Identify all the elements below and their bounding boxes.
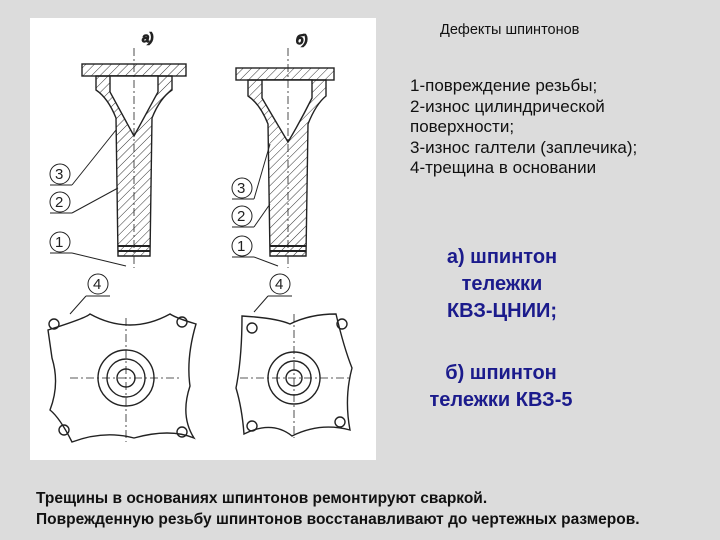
caption-b: б) шпинтон тележки КВЗ-5: [408, 360, 594, 414]
footer-text: Трещины в основаниях шпинтонов ремонтиру…: [36, 488, 640, 530]
caption-a-line: КВЗ-ЦНИИ;: [446, 300, 558, 322]
callout-4-a: 4: [93, 276, 101, 293]
spindle-drawing: а) б) 3 2 1 4: [47, 29, 353, 443]
caption-b-line: б) шпинтон: [445, 362, 557, 384]
defect-item: 3-износ галтели (заплечика);: [410, 137, 638, 157]
spindle-a-base: [47, 313, 197, 443]
callout-2-b: 2: [237, 208, 245, 225]
footer-line: Трещины в основаниях шпинтонов ремонтиру…: [36, 490, 488, 507]
defect-item: 1-повреждение резьбы;: [410, 76, 598, 95]
callout-3-a: 3: [55, 166, 63, 183]
callout-1-a: 1: [55, 234, 63, 251]
spindle-b-section: б): [235, 31, 335, 268]
callout-1-b: 1: [237, 238, 245, 255]
spindle-b-base: [235, 313, 353, 438]
callout-2-a: 2: [55, 194, 63, 211]
drawing-label-a: а): [142, 30, 154, 45]
defect-item: 4-трещина в основании: [410, 158, 597, 177]
defect-item: 2-износ цилиндрической: [410, 96, 605, 116]
caption-a-line: тележки: [461, 273, 543, 295]
caption-a: а) шпинтон тележки КВЗ-ЦНИИ;: [416, 244, 588, 325]
callouts-b: [231, 143, 292, 313]
technical-drawing: а) б) 3 2 1 4: [30, 18, 376, 460]
caption-b-line: тележки КВЗ-5: [429, 389, 573, 411]
callouts-a: [49, 129, 127, 315]
slide-title: Дефекты шпинтонов: [440, 22, 580, 38]
callout-4-b: 4: [275, 276, 283, 293]
defects-list: 1-повреждение резьбы; 2-износ цилиндриче…: [410, 76, 710, 179]
caption-a-line: а) шпинтон: [446, 246, 558, 268]
footer-line: Поврежденную резьбу шпинтонов восстанавл…: [36, 511, 640, 528]
callout-3-b: 3: [237, 180, 245, 197]
spindle-a-section: а): [81, 29, 187, 268]
callout-numbers-b: 3 2 1 4: [237, 180, 283, 293]
drawing-label-b: б): [296, 32, 308, 47]
callout-numbers-a: 3 2 1 4: [55, 166, 101, 293]
defect-item: поверхности;: [410, 117, 515, 136]
